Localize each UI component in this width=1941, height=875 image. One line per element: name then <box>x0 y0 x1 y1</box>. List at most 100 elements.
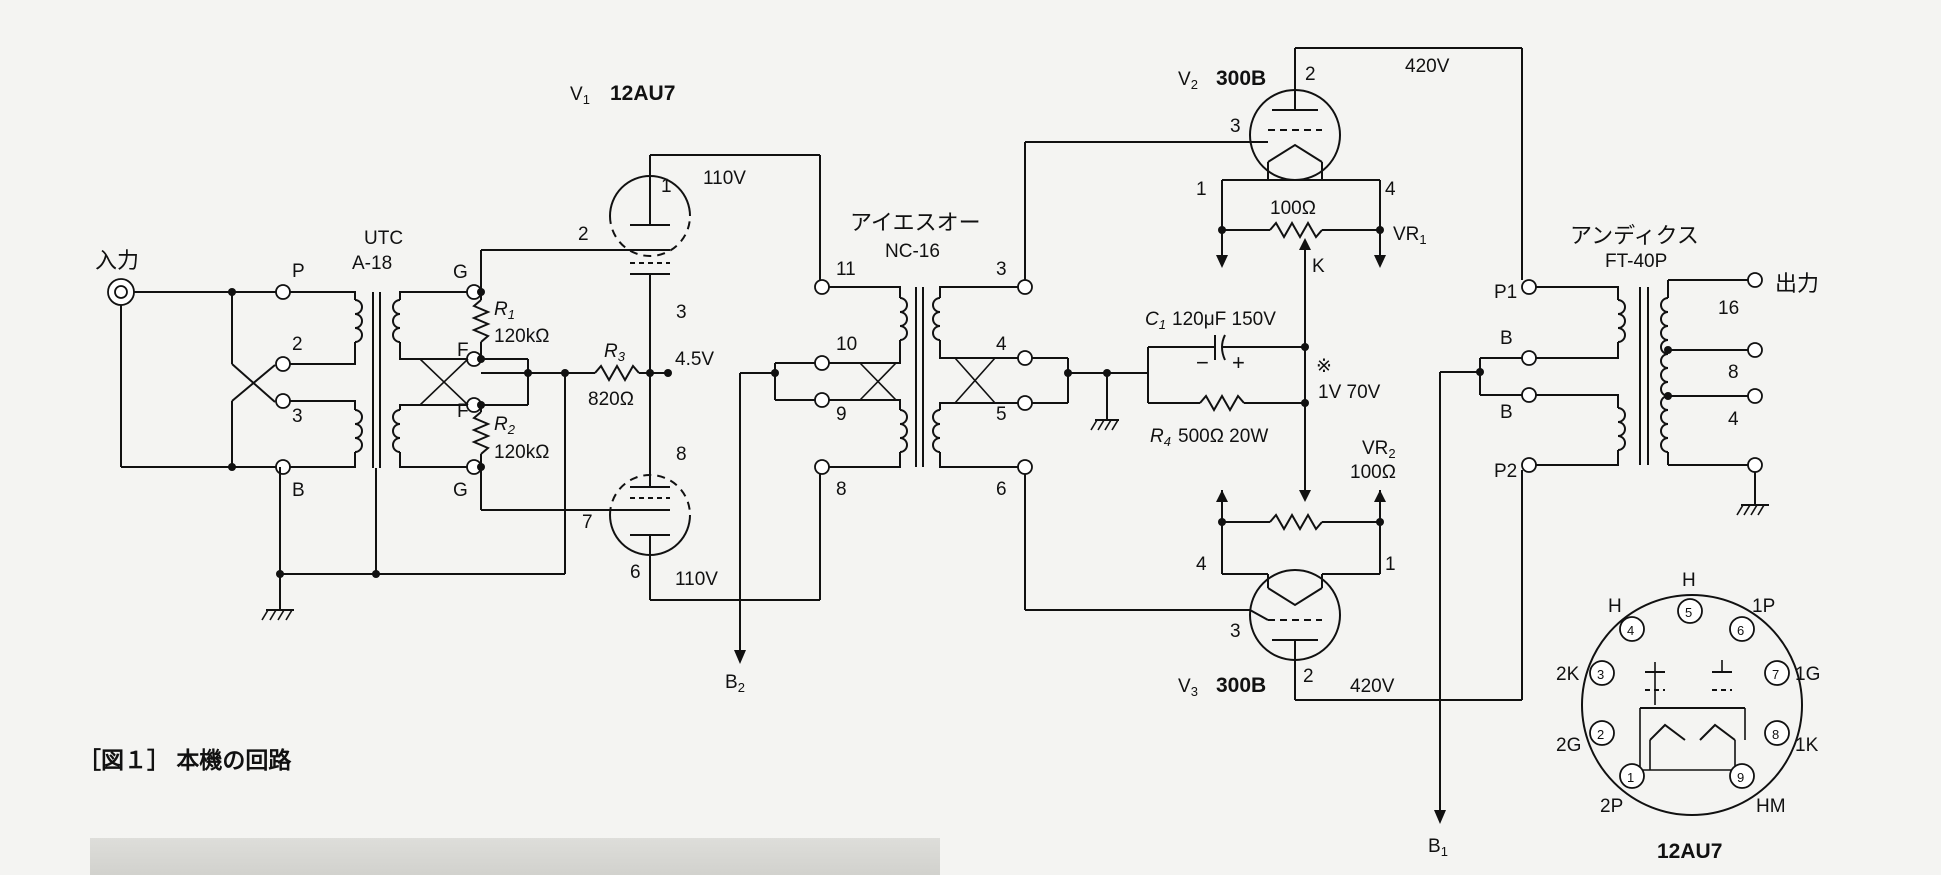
v1-pin-3: 3 <box>676 302 687 323</box>
c1-value: 120μF 150V <box>1172 309 1276 330</box>
b2-supply-wiring <box>734 362 815 664</box>
pinout-pin-circles <box>1589 598 1790 789</box>
r4-ref: R4 <box>1150 426 1171 449</box>
pinout-num-2: 2 <box>1597 727 1604 742</box>
pinout-num-4: 4 <box>1627 623 1634 638</box>
t3-model: FT-40P <box>1605 251 1667 272</box>
v1-pin-1: 1 <box>661 176 672 197</box>
v1-plate-voltage: 110V <box>703 168 746 189</box>
pinout-title: 12AU7 <box>1657 840 1722 863</box>
t1-secondary-terminals <box>419 284 482 475</box>
c1-capacitor <box>1147 334 1309 403</box>
r4-resistor <box>1148 393 1309 413</box>
vr2-ref: VR2 <box>1362 438 1396 461</box>
pinout-label-6: 1P <box>1752 596 1775 617</box>
v1-pin-6: 6 <box>630 562 641 583</box>
t1-sec-g1: G <box>453 262 468 283</box>
t1-pin-p: P <box>292 261 305 282</box>
figure-caption: ［図１］ 本機の回路 <box>78 747 292 773</box>
pinout-num-8: 8 <box>1772 727 1779 742</box>
t1-pin-2: 2 <box>292 334 303 355</box>
pinout-num-7: 7 <box>1772 667 1779 682</box>
pinout-num-1: 1 <box>1627 770 1634 785</box>
v3-pin-3: 3 <box>1230 621 1241 642</box>
t1-sec-g2: G <box>453 480 468 501</box>
t3-tap-16: 16 <box>1718 298 1739 319</box>
cathode-bus <box>1299 238 1311 502</box>
v2-pin-2: 2 <box>1305 64 1316 85</box>
b2-label: B2 <box>725 672 745 695</box>
v3-tube <box>1249 569 1341 700</box>
pinout-num-5: 5 <box>1685 605 1692 620</box>
v1-pin-7: 7 <box>582 512 593 533</box>
t3-pin-p1: P1 <box>1494 282 1517 303</box>
v3-plate-voltage: 420V <box>1350 676 1395 697</box>
v1-ref: V1 <box>570 84 590 107</box>
t1-pin-b: B <box>292 480 305 501</box>
t2-pin-8: 8 <box>836 479 847 500</box>
input-wiring <box>228 288 280 471</box>
t2-pin-3: 3 <box>996 259 1007 280</box>
pinout-label-5: H <box>1682 570 1696 591</box>
pinout-label-3: 2K <box>1556 664 1580 685</box>
cathode-note-mark: ※ <box>1316 356 1332 377</box>
pinout-num-9: 9 <box>1737 770 1744 785</box>
f-node-wiring <box>276 358 595 578</box>
t3-pin-b1: B <box>1500 328 1513 349</box>
vr1-pot <box>1216 179 1386 268</box>
b1-label: B1 <box>1428 836 1448 859</box>
t1-sec-f1: F <box>457 340 469 361</box>
t2-secondary-center <box>1032 357 1148 431</box>
t2-pin-6: 6 <box>996 479 1007 500</box>
t3-pin-p2: P2 <box>1494 461 1517 482</box>
v2-plate-voltage: 420V <box>1405 56 1450 77</box>
c1-minus: − <box>1196 350 1209 375</box>
r4-value: 500Ω 20W <box>1178 426 1268 447</box>
r2-ref: R2 <box>494 414 516 437</box>
t3-tap-4: 4 <box>1728 409 1739 430</box>
v2-pin-4: 4 <box>1385 179 1396 200</box>
v2-pin-3: 3 <box>1230 116 1241 137</box>
output-plate-wiring <box>1295 47 1523 701</box>
v1-upper-section <box>480 155 691 373</box>
pinout-label-4: H <box>1608 596 1622 617</box>
r2-value: 120kΩ <box>494 442 549 463</box>
t2-maker: アイエスオー <box>850 210 981 235</box>
r3-resistor <box>594 363 672 383</box>
vr2-pot <box>1216 490 1386 575</box>
t2-pin-5: 5 <box>996 404 1007 425</box>
vr1-ref: VR1 <box>1393 224 1427 247</box>
t3-tap-8: 8 <box>1728 362 1739 383</box>
b1-supply-wiring <box>1434 357 1522 824</box>
t2-model: NC-16 <box>885 241 940 262</box>
t1-maker: UTC <box>364 228 403 249</box>
r1-value: 120kΩ <box>494 326 549 347</box>
vr1-tap: K <box>1312 256 1325 277</box>
r1-resistor <box>471 288 491 363</box>
v1-cathode-voltage: 4.5V <box>675 349 714 370</box>
r3-ref: R3 <box>604 341 626 364</box>
t2-pin-11: 11 <box>836 259 856 280</box>
input-label: 入力 <box>95 248 139 273</box>
pinout-label-9: HM <box>1756 796 1786 817</box>
v1-pin-8: 8 <box>676 444 687 465</box>
cathode-note: 1V 70V <box>1318 382 1381 403</box>
v1-pin-2: 2 <box>578 224 589 245</box>
t3-pin-b2: B <box>1500 402 1513 423</box>
t2-pin-4: 4 <box>996 334 1007 355</box>
pinout-num-3: 3 <box>1597 667 1604 682</box>
v3-type: 300B <box>1216 674 1266 697</box>
t3-maker: アンディクス <box>1570 223 1699 248</box>
t2-pin-9: 9 <box>836 404 847 425</box>
output-label: 出力 <box>1775 271 1819 296</box>
c1-plus: + <box>1232 350 1245 375</box>
vr2-value: 100Ω <box>1350 462 1396 483</box>
pinout-label-1: 2P <box>1600 796 1623 817</box>
v3-pin-1: 1 <box>1385 554 1396 575</box>
pinout-label-7: 1G <box>1795 664 1820 685</box>
v2-ref: V2 <box>1178 69 1198 92</box>
t2-to-output-grids <box>1024 141 1250 611</box>
t2-pin-10: 10 <box>836 334 857 355</box>
input-jack <box>107 278 232 468</box>
r1-ref: R1 <box>494 299 515 322</box>
